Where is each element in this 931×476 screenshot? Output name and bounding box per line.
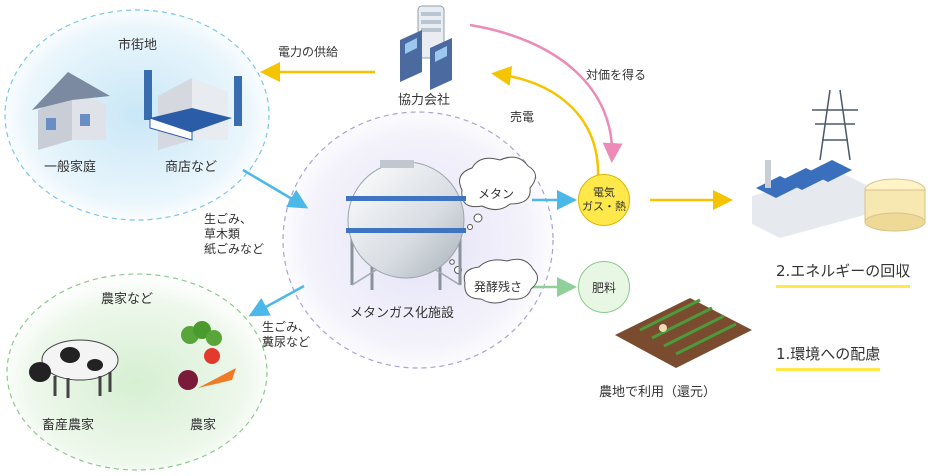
house-label: 一般家庭	[44, 160, 97, 175]
cow-illustration	[29, 339, 119, 398]
storage-tank-illustration	[864, 178, 926, 232]
company-label: 協力会社	[398, 93, 451, 108]
goal-environment: 1.環境への配慮	[776, 343, 881, 371]
digestate-bubble	[449, 258, 538, 304]
farmland-label: 農地で利用（還元）	[599, 385, 717, 400]
city-area	[4, 9, 270, 221]
shop-illustration	[144, 70, 242, 150]
livestock-label: 畜産農家	[42, 418, 95, 433]
company-building-illustration	[400, 5, 452, 90]
power-supply-label: 電力の供給	[278, 45, 339, 59]
factory-illustration	[752, 160, 868, 238]
farmland-illustration	[615, 298, 752, 368]
arrow-payment	[469, 23, 623, 163]
sell-power-label: 売電	[510, 110, 535, 124]
payment-label: 対価を得る	[586, 68, 647, 82]
vegetables-illustration	[178, 321, 236, 390]
arrow-plant-to-farm	[248, 284, 305, 317]
farmer-label: 農家	[190, 418, 217, 433]
methane-bubble-text: メタン	[477, 187, 514, 201]
plant-label: メタンガス化施設	[350, 306, 455, 321]
digestate-bubble-text: 発酵残さ	[473, 280, 522, 294]
city-label: 市街地	[118, 38, 158, 53]
power-tower-illustration	[812, 89, 858, 161]
goal-energy-recovery: 2.エネルギーの回収	[776, 260, 911, 288]
energy-circle: 電気 ガス・熱	[578, 174, 630, 226]
arrow-city-to-plant	[242, 168, 309, 209]
farm-area-label: 農家など	[101, 292, 154, 307]
gas-tank-illustration	[346, 160, 466, 290]
shop-label: 商店など	[165, 160, 218, 175]
arrow-sell-power	[491, 65, 600, 179]
house-illustration	[32, 72, 110, 150]
city-input-label: 生ごみ、 草木類 紙ごみなど	[204, 212, 265, 256]
methane-bubble	[459, 156, 536, 230]
farm-input-label: 生ごみ、 糞尿など	[262, 320, 311, 349]
fertilizer-circle: 肥料	[578, 261, 630, 313]
